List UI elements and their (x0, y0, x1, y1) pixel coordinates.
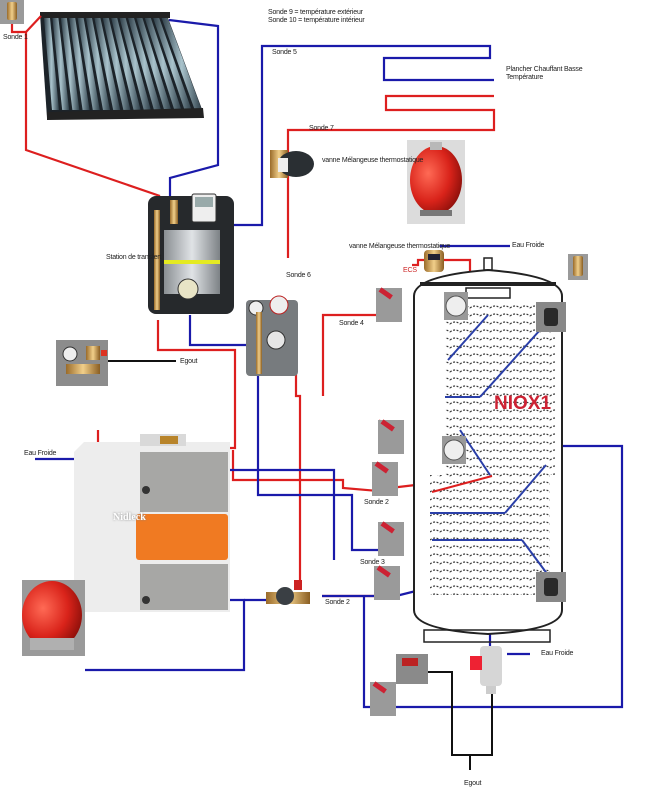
valve-handle-icon (376, 565, 391, 578)
label-sonde-4: Sonde 4 (339, 320, 364, 327)
sensor-1-icon (0, 0, 24, 24)
solar-collector (40, 12, 204, 120)
expansion-vessel-top (407, 140, 465, 224)
label-cold-water-top: Eau Froide (512, 242, 545, 249)
boiler-circulator-pump (266, 580, 310, 605)
cold-pipes (35, 18, 624, 709)
expansion-vessel-bottom (22, 580, 85, 656)
label-sonde-5: Sonde 5 (272, 49, 297, 56)
label-underfloor-heating: Plancher Chauffant Basse (506, 66, 583, 73)
label-sonde-1: Sonde 1 (3, 34, 28, 41)
valve-handle-icon (380, 419, 395, 432)
label-sonde-pump: Sonde 2 (325, 599, 350, 606)
valve-handle-icon (372, 681, 387, 694)
boiler-brand-label: Nidleck (113, 512, 146, 523)
ball-valves (370, 287, 404, 716)
drain-valve (396, 654, 428, 684)
valve-handle-icon (380, 521, 395, 534)
sensor-right-icon (568, 254, 588, 280)
label-solar-station: Station de transfert (106, 254, 162, 261)
solar-tube (111, 18, 141, 110)
label-drain-bottom: Egout (464, 780, 482, 787)
solar-tube (119, 18, 151, 110)
label-mixing-valve-ecs: vanne Mélangeuse thermostatique (349, 243, 451, 250)
solar-tube (136, 18, 172, 110)
label-cold-water-bottom: Eau Froide (541, 650, 574, 657)
thermostatic-mixing-valve-ecs (424, 250, 444, 272)
storage-tank (413, 257, 566, 643)
solar-tube (77, 18, 100, 110)
tank-model-label: NIOX1 (494, 393, 552, 414)
solar-tube (60, 18, 80, 110)
safety-group (56, 340, 108, 386)
label-drain-left: Egout (180, 358, 198, 365)
label-sonde-9: Sonde 9 = température extérieur (268, 9, 363, 16)
solar-tube (144, 18, 182, 110)
label-mixing-valve-top: vanne Mélangeuse thermostatique (322, 157, 424, 164)
wood-boiler (74, 434, 230, 612)
pressure-relief-valve (470, 646, 502, 694)
thermostatic-mixing-valve-top (270, 150, 314, 178)
solar-tube (153, 18, 192, 110)
label-sonde-3: Sonde 3 (360, 559, 385, 566)
label-sonde-10: Sonde 10 = température intérieur (268, 17, 365, 24)
valve-handle-icon (378, 287, 393, 300)
solar-tube (44, 18, 59, 110)
solar-transfer-station (148, 193, 234, 314)
label-sonde-7: Sonde 7 (309, 125, 334, 132)
label-underfloor-heating-2: Température (506, 74, 544, 81)
label-cold-water-boiler: Eau Froide (24, 450, 57, 457)
valve-handle-icon (374, 461, 389, 474)
label-sonde-6: Sonde 6 (286, 272, 311, 279)
solar-tube (94, 18, 121, 110)
solar-tube (52, 18, 70, 110)
label-sonde-2: Sonde 2 (364, 499, 389, 506)
solar-tube (102, 18, 131, 110)
solar-tube (161, 18, 202, 110)
solar-tube (69, 18, 90, 110)
pump-group (246, 295, 298, 376)
drain-pipes (105, 360, 493, 770)
solar-tube (128, 18, 161, 110)
label-ecs: ECS (403, 267, 417, 274)
solar-tube (86, 18, 110, 110)
